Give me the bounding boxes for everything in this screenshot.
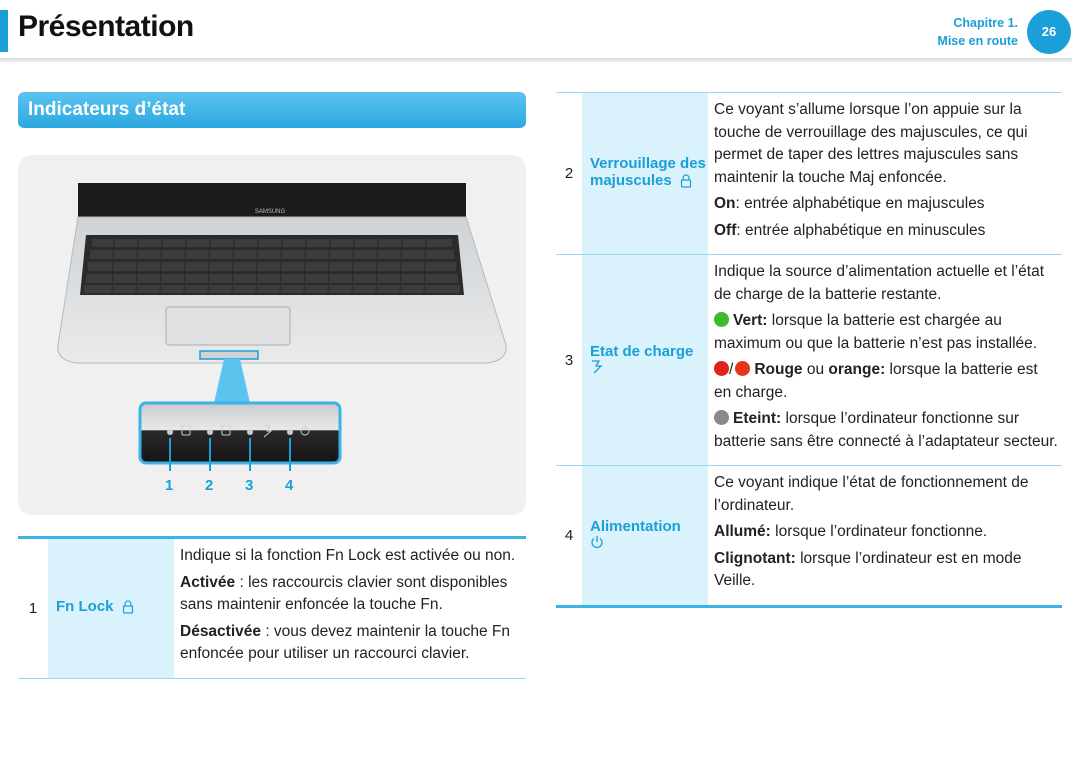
header-divider [0, 58, 1072, 62]
callout-2: 2 [205, 477, 214, 494]
row-number: 1 [28, 599, 38, 617]
row-number: 4 [564, 526, 574, 544]
fn-lock-on: Activée : les raccourcis clavier sont di… [180, 573, 508, 614]
power-icon [590, 535, 604, 553]
battery-charge-icon [590, 359, 604, 378]
row-name: Fn Lock [56, 598, 114, 616]
laptop-illustration: SAMSUNG [57, 183, 507, 471]
header-accent-bar [0, 10, 8, 52]
row-name-cell: Alimentation [582, 465, 708, 606]
page-number-badge: 26 [1027, 10, 1071, 54]
orange-dot-icon [735, 361, 751, 376]
chapter-subtitle: Mise en route [937, 34, 1018, 48]
callout-3: 3 [245, 477, 254, 494]
battery-charge-icon [263, 425, 273, 438]
charge-red-orange: /Rouge ou orange: lorsque la batterie es… [714, 361, 1038, 401]
green-dot-icon [714, 312, 729, 327]
caps-lock-icon [680, 174, 692, 192]
row-name-cell: Verrouillage des majuscules [582, 92, 708, 255]
caps-on: On: entrée alphabétique en majuscules [714, 195, 985, 212]
row-number: 2 [564, 165, 574, 182]
fn-lock-off: Désactivée : vous devez maintenir la tou… [180, 622, 511, 663]
charge-green: Vert: lorsque la batterie est chargée au… [714, 312, 1038, 352]
caps-off: Off: entrée alphabétique en minuscules [714, 221, 986, 239]
section-heading: Indicateurs d’état [18, 92, 526, 128]
fn-lock-icon [181, 425, 191, 436]
charge-off: Eteint: lorsque l’ordinateur fonctionne … [714, 410, 1058, 450]
red-dot-icon [714, 361, 729, 376]
laptop-illustration-panel: SAMSUNG [18, 155, 526, 515]
brand-label: SAMSUNG [255, 209, 286, 215]
table-row: 1 Fn Lock Indique si la fonction Fn Lock… [18, 537, 526, 679]
led-2 [207, 429, 213, 435]
row-name: Etat de charge [590, 342, 694, 360]
chapter-number: Chapitre 1. [953, 16, 1018, 30]
power-on: Allumé: lorsque l’ordinateur fonctionne. [714, 523, 988, 540]
chapter-label: Chapitre 1. Mise en route [937, 14, 1018, 50]
charge-intro: Indique la source d’alimentation actuell… [714, 263, 1045, 303]
row-name-cell: Fn Lock [48, 537, 174, 678]
row-name-cell: Etat de charge [582, 254, 708, 466]
status-indicator-table: 2 Verrouillage des majuscules Ce voyant … [556, 92, 1062, 608]
fn-lock-table: 1 Fn Lock Indique si la fonction Fn Lock… [18, 536, 526, 679]
table-row-charge: 3 Etat de charge Indique la source d’ali… [556, 254, 1062, 466]
row-name: Verrouillage des majuscules [590, 155, 706, 189]
gray-dot-icon [714, 410, 729, 425]
led-1 [167, 429, 173, 435]
fn-lock-intro: Indique si la fonction Fn Lock est activ… [180, 547, 516, 564]
row-description: Ce voyant s’allume lorsque l’on appuie s… [708, 93, 1062, 255]
row-description: Indique si la fonction Fn Lock est activ… [174, 538, 526, 679]
caps-intro: Ce voyant s’allume lorsque l’on appuie s… [714, 101, 1028, 186]
row-description: Indique la source d’alimentation actuell… [708, 255, 1062, 466]
callout-number-row: 1 2 3 4 [18, 477, 526, 501]
row-name: Alimentation [590, 517, 681, 535]
page-title: Présentation [18, 10, 194, 43]
row-number: 3 [564, 351, 574, 369]
row-description: Ce voyant indique l’état de fonctionneme… [708, 466, 1062, 607]
table-row-power: 4 Alimentation Ce voyant indique l’état … [556, 465, 1062, 607]
fn-lock-icon [122, 600, 134, 618]
table-row-caps: 2 Verrouillage des majuscules Ce voyant … [556, 92, 1062, 255]
led-4 [287, 429, 293, 435]
callout-4: 4 [285, 477, 294, 494]
led-3 [247, 429, 253, 435]
caps-lock-icon [221, 425, 231, 436]
callout-1: 1 [165, 477, 174, 494]
power-intro: Ce voyant indique l’état de fonctionneme… [714, 474, 1029, 514]
power-blink: Clignotant: lorsque l’ordinateur est en … [714, 549, 1022, 590]
